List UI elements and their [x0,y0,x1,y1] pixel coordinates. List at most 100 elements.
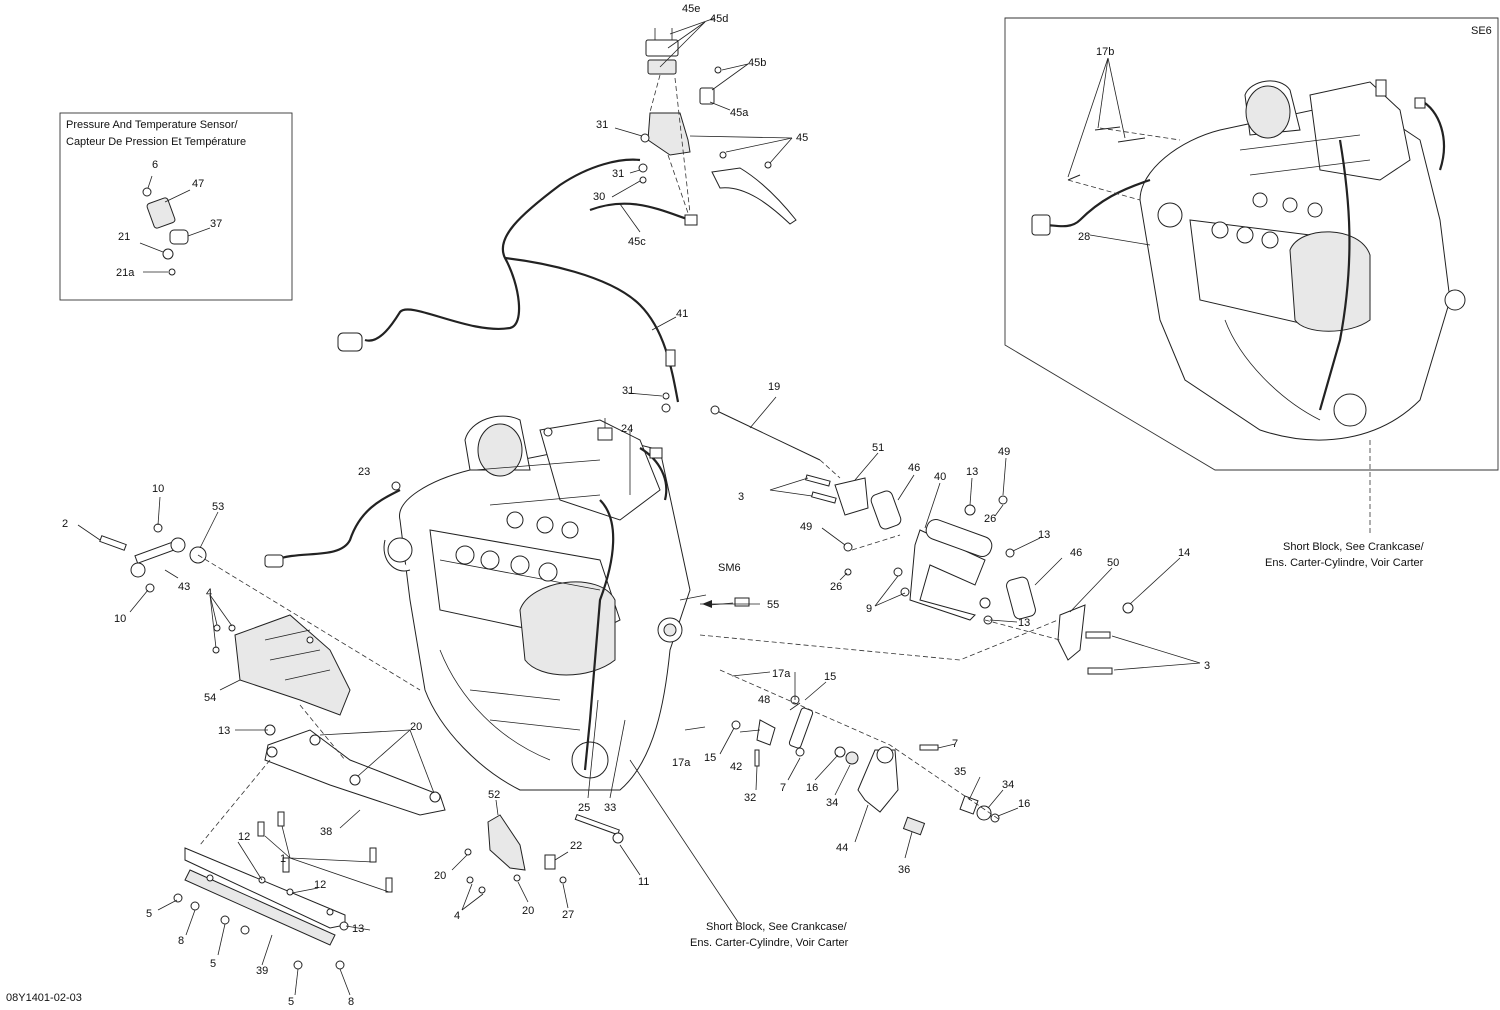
callout-label: 15 [704,752,716,764]
callout-label: 25 [578,802,590,814]
callout-label: 42 [730,761,742,773]
se6-inset-frame [1004,17,1499,471]
callout-label: 9 [866,603,872,615]
short-block-note-right-line2: Ens. Carter-Cylindre, Voir Carter [1265,557,1424,569]
callout-label: 45a [730,107,749,119]
callout-label: 10 [152,483,164,495]
callout-label: 39 [256,965,268,977]
callout-labels: 45e 45d 45b 45a 45 31 31 30 45c 41 31 19… [62,3,1210,1008]
callout-label: 38 [320,826,332,838]
callout-label: 49 [800,521,812,533]
callout-label: 22 [570,840,582,852]
engine-model-label: SM6 [718,562,741,574]
callout-label: 13 [218,725,230,737]
callout-label: 20 [522,905,534,917]
callout-label: 26 [984,513,996,525]
callout-label: 13 [1018,617,1030,629]
callout-label: 27 [562,909,574,921]
callout-label: 2 [62,518,68,530]
callout-label: 7 [952,738,958,750]
callout-label: 1 [280,853,286,865]
callout-label: 45e [682,3,700,15]
callout-label: 50 [1107,557,1119,569]
se6-inset-code: SE6 [1471,25,1492,37]
wiring-harness [337,158,691,413]
callout-label: 17b [1096,46,1114,58]
callout-label: 37 [210,218,222,230]
short-block-note-bottom-line1: Short Block, See Crankcase/ [706,921,848,933]
callout-label: 14 [1178,547,1190,559]
callout-label: 48 [758,694,770,706]
callout-label: 45d [710,13,728,25]
callout-label: 45c [628,236,646,248]
bottom-center-parts [451,430,760,923]
callout-label: 6 [152,159,158,171]
callout-label: 16 [1018,798,1030,810]
callout-label: 49 [998,446,1010,458]
callout-label: 46 [908,462,920,474]
callout-label: 20 [434,870,446,882]
callout-label: 15 [824,671,836,683]
callout-label: 3 [738,491,744,503]
callout-label: 44 [836,842,848,854]
short-block-note-bottom-line2: Ens. Carter-Cylindre, Voir Carter [690,937,849,949]
callout-label: 47 [192,178,204,190]
callout-label: 34 [1002,779,1014,791]
document-code: 08Y1401-02-03 [6,992,82,1004]
throttle-sensor-group [611,17,797,397]
callout-label: 10 [114,613,126,625]
callout-label: 8 [348,996,354,1008]
short-block-note-right-line1: Short Block, See Crankcase/ [1283,541,1425,553]
callout-label: 43 [178,581,190,593]
callout-label: 11 [638,876,649,888]
sensor-box-title-line1: Pressure And Temperature Sensor/ [66,119,239,131]
callout-label: 35 [954,766,966,778]
callout-label: 12 [314,879,326,891]
callout-label: 51 [872,442,884,454]
callout-label: 34 [826,797,838,809]
callout-label: 3 [1204,660,1210,672]
callout-label: 53 [212,501,224,513]
callout-label: 13 [966,466,978,478]
callout-label: 55 [767,599,779,611]
callout-label: 54 [204,692,216,704]
callout-label: 8 [178,935,184,947]
callout-label: 36 [898,864,910,876]
callout-label: 46 [1070,547,1082,559]
callout-label: 7 [780,782,786,794]
callout-label: 5 [210,958,216,970]
callout-label: 13 [352,923,364,935]
callout-label: 30 [593,191,605,203]
callout-label: 45 [796,132,808,144]
lower-right-mount [684,669,1019,859]
sensor-inset-frame [59,112,293,301]
callout-label: 12 [238,831,250,843]
callout-label: 20 [410,721,422,733]
callout-label: 4 [454,910,460,922]
callout-label: 31 [596,119,608,131]
callout-label: 13 [1038,529,1050,541]
sensor-parts [139,175,211,276]
callout-label: 23 [358,466,370,478]
callout-label: 26 [830,581,842,593]
callout-label: 4 [206,587,212,599]
callout-label: 17a [672,757,691,769]
callout-label: 33 [604,802,616,814]
callout-label: 21 [118,231,130,243]
callout-label: 5 [288,996,294,1008]
se6-inset-engine [1031,57,1466,535]
callout-label: 21a [116,267,135,279]
right-mount-parts [699,396,1201,675]
callout-label: 24 [621,423,633,435]
callout-label: 52 [488,789,500,801]
callout-label: 19 [768,381,780,393]
callout-label: 31 [622,385,634,397]
callout-label: 40 [934,471,946,483]
left-mount-parts [77,496,446,996]
callout-label: 45b [748,57,766,69]
callout-label: 5 [146,908,152,920]
callout-label: 31 [612,168,624,180]
callout-label: 32 [744,792,756,804]
callout-label: 41 [676,308,688,320]
sensor-box-title-line2: Capteur De Pression Et Température [66,136,246,148]
